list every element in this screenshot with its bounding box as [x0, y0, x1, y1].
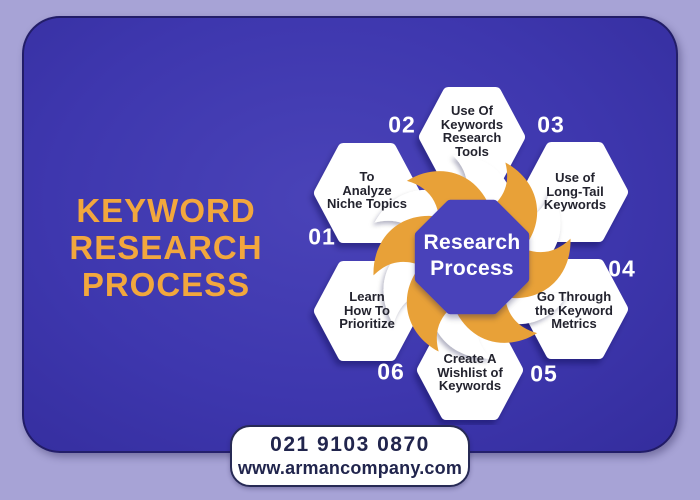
step-02-number: 02	[388, 111, 416, 138]
step-06-label: Learn How To Prioritize	[339, 288, 395, 331]
step-03-number: 03	[537, 111, 565, 138]
website-url: www.armancompany.com	[237, 458, 463, 478]
step-06-number: 06	[377, 358, 405, 385]
step-04-label: Go Through the Keyword Metrics	[534, 288, 613, 331]
center-circle	[414, 199, 530, 315]
phone-number: 021 9103 0870	[270, 433, 430, 456]
process-diagram	[292, 65, 652, 425]
step-01-number: 01	[308, 223, 336, 250]
step-01-label: To Analyze Niche Topics	[327, 168, 407, 211]
step-05-label: Create A Wishlist of Keywords	[437, 350, 503, 393]
contact-pill: 021 9103 0870 www.armancompany.com	[230, 425, 470, 487]
step-04-number: 04	[608, 255, 636, 282]
swirl-arrows	[360, 143, 584, 371]
step-03-label: Use of Long-Tail Keywords	[543, 169, 607, 212]
step-05-number: 05	[530, 360, 558, 387]
page-title: KEYWORD RESEARCH PROCESS	[69, 192, 263, 303]
step-02-label: Use Of Keywords Research Tools	[440, 103, 504, 159]
center-label: Research Process	[423, 231, 521, 280]
